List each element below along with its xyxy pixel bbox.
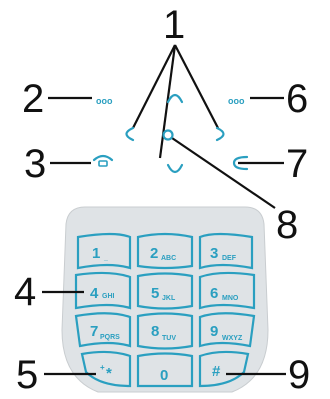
leader-1c [174, 44, 219, 129]
callout-9: 9 [288, 353, 310, 397]
key-5-digit: 5 [151, 285, 159, 302]
key-2-sub: ABC [161, 255, 176, 262]
center-ok-icon [162, 129, 174, 141]
key-1-outline [76, 232, 132, 270]
callout-8: 8 [276, 203, 298, 247]
key-5-outline [136, 272, 194, 310]
key-9-sub: WXYZ [222, 335, 243, 342]
key-3-sub: DEF [222, 255, 237, 262]
right-softkey-dots: ooo [228, 96, 245, 106]
key-4-outline [74, 271, 132, 310]
key-star-outline [80, 350, 132, 388]
key-9-digit: 9 [210, 323, 218, 340]
key-outlines [74, 232, 256, 388]
key-8-outline [136, 312, 194, 350]
callout-7: 7 [286, 142, 308, 186]
key-0-outline [136, 352, 194, 388]
key-1-digit: 1 [92, 245, 100, 262]
down-arrow-icon [166, 163, 184, 174]
key-2-outline [136, 232, 194, 270]
key-labels: 1 _ 2 ABC 3 DEF 4 GHI 5 JKL 6 MNO 7 PQRS… [90, 245, 243, 384]
key-star-sub: + [100, 363, 105, 372]
callout-3: 3 [24, 142, 46, 186]
key-9-outline [198, 312, 256, 348]
key-5-sub: JKL [162, 295, 176, 302]
left-arrow-icon [125, 126, 135, 142]
key-2-digit: 2 [150, 245, 158, 262]
key-hash-digit: # [212, 363, 221, 380]
leader-1a [132, 44, 176, 129]
key-0-digit: 0 [160, 367, 168, 384]
key-1-sub: _ [103, 255, 108, 262]
leader-8 [171, 137, 276, 209]
callout-numbers: 1 2 3 4 5 6 7 8 9 [14, 3, 310, 397]
right-arrow-icon [215, 126, 225, 142]
end-key-icon [232, 155, 249, 171]
key-6-sub: MNO [222, 295, 239, 302]
left-softkey-dots: ooo [96, 96, 113, 106]
callout-5: 5 [16, 353, 38, 397]
key-8-sub: TUV [162, 335, 176, 342]
key-hash-outline [198, 350, 250, 388]
key-7-sub: PQRS [100, 334, 120, 341]
key-4-sub: GHI [102, 293, 115, 300]
callout-2: 2 [22, 77, 44, 121]
callout-6: 6 [286, 77, 308, 121]
callout-4: 4 [14, 270, 36, 314]
up-arrow-icon [166, 93, 184, 104]
keypad-body [61, 206, 269, 393]
key-6-digit: 6 [210, 285, 218, 302]
key-4-digit: 4 [90, 285, 99, 302]
key-7-digit: 7 [90, 323, 98, 340]
key-3-digit: 3 [210, 245, 218, 262]
phone-icon [92, 154, 114, 167]
key-8-digit: 8 [151, 323, 159, 340]
callout-1: 1 [163, 3, 185, 47]
key-7-outline [74, 312, 132, 348]
navigation-area: ooo ooo [48, 44, 284, 209]
key-star-digit: * [106, 365, 112, 382]
key-3-outline [198, 232, 254, 270]
key-6-outline [198, 271, 256, 310]
